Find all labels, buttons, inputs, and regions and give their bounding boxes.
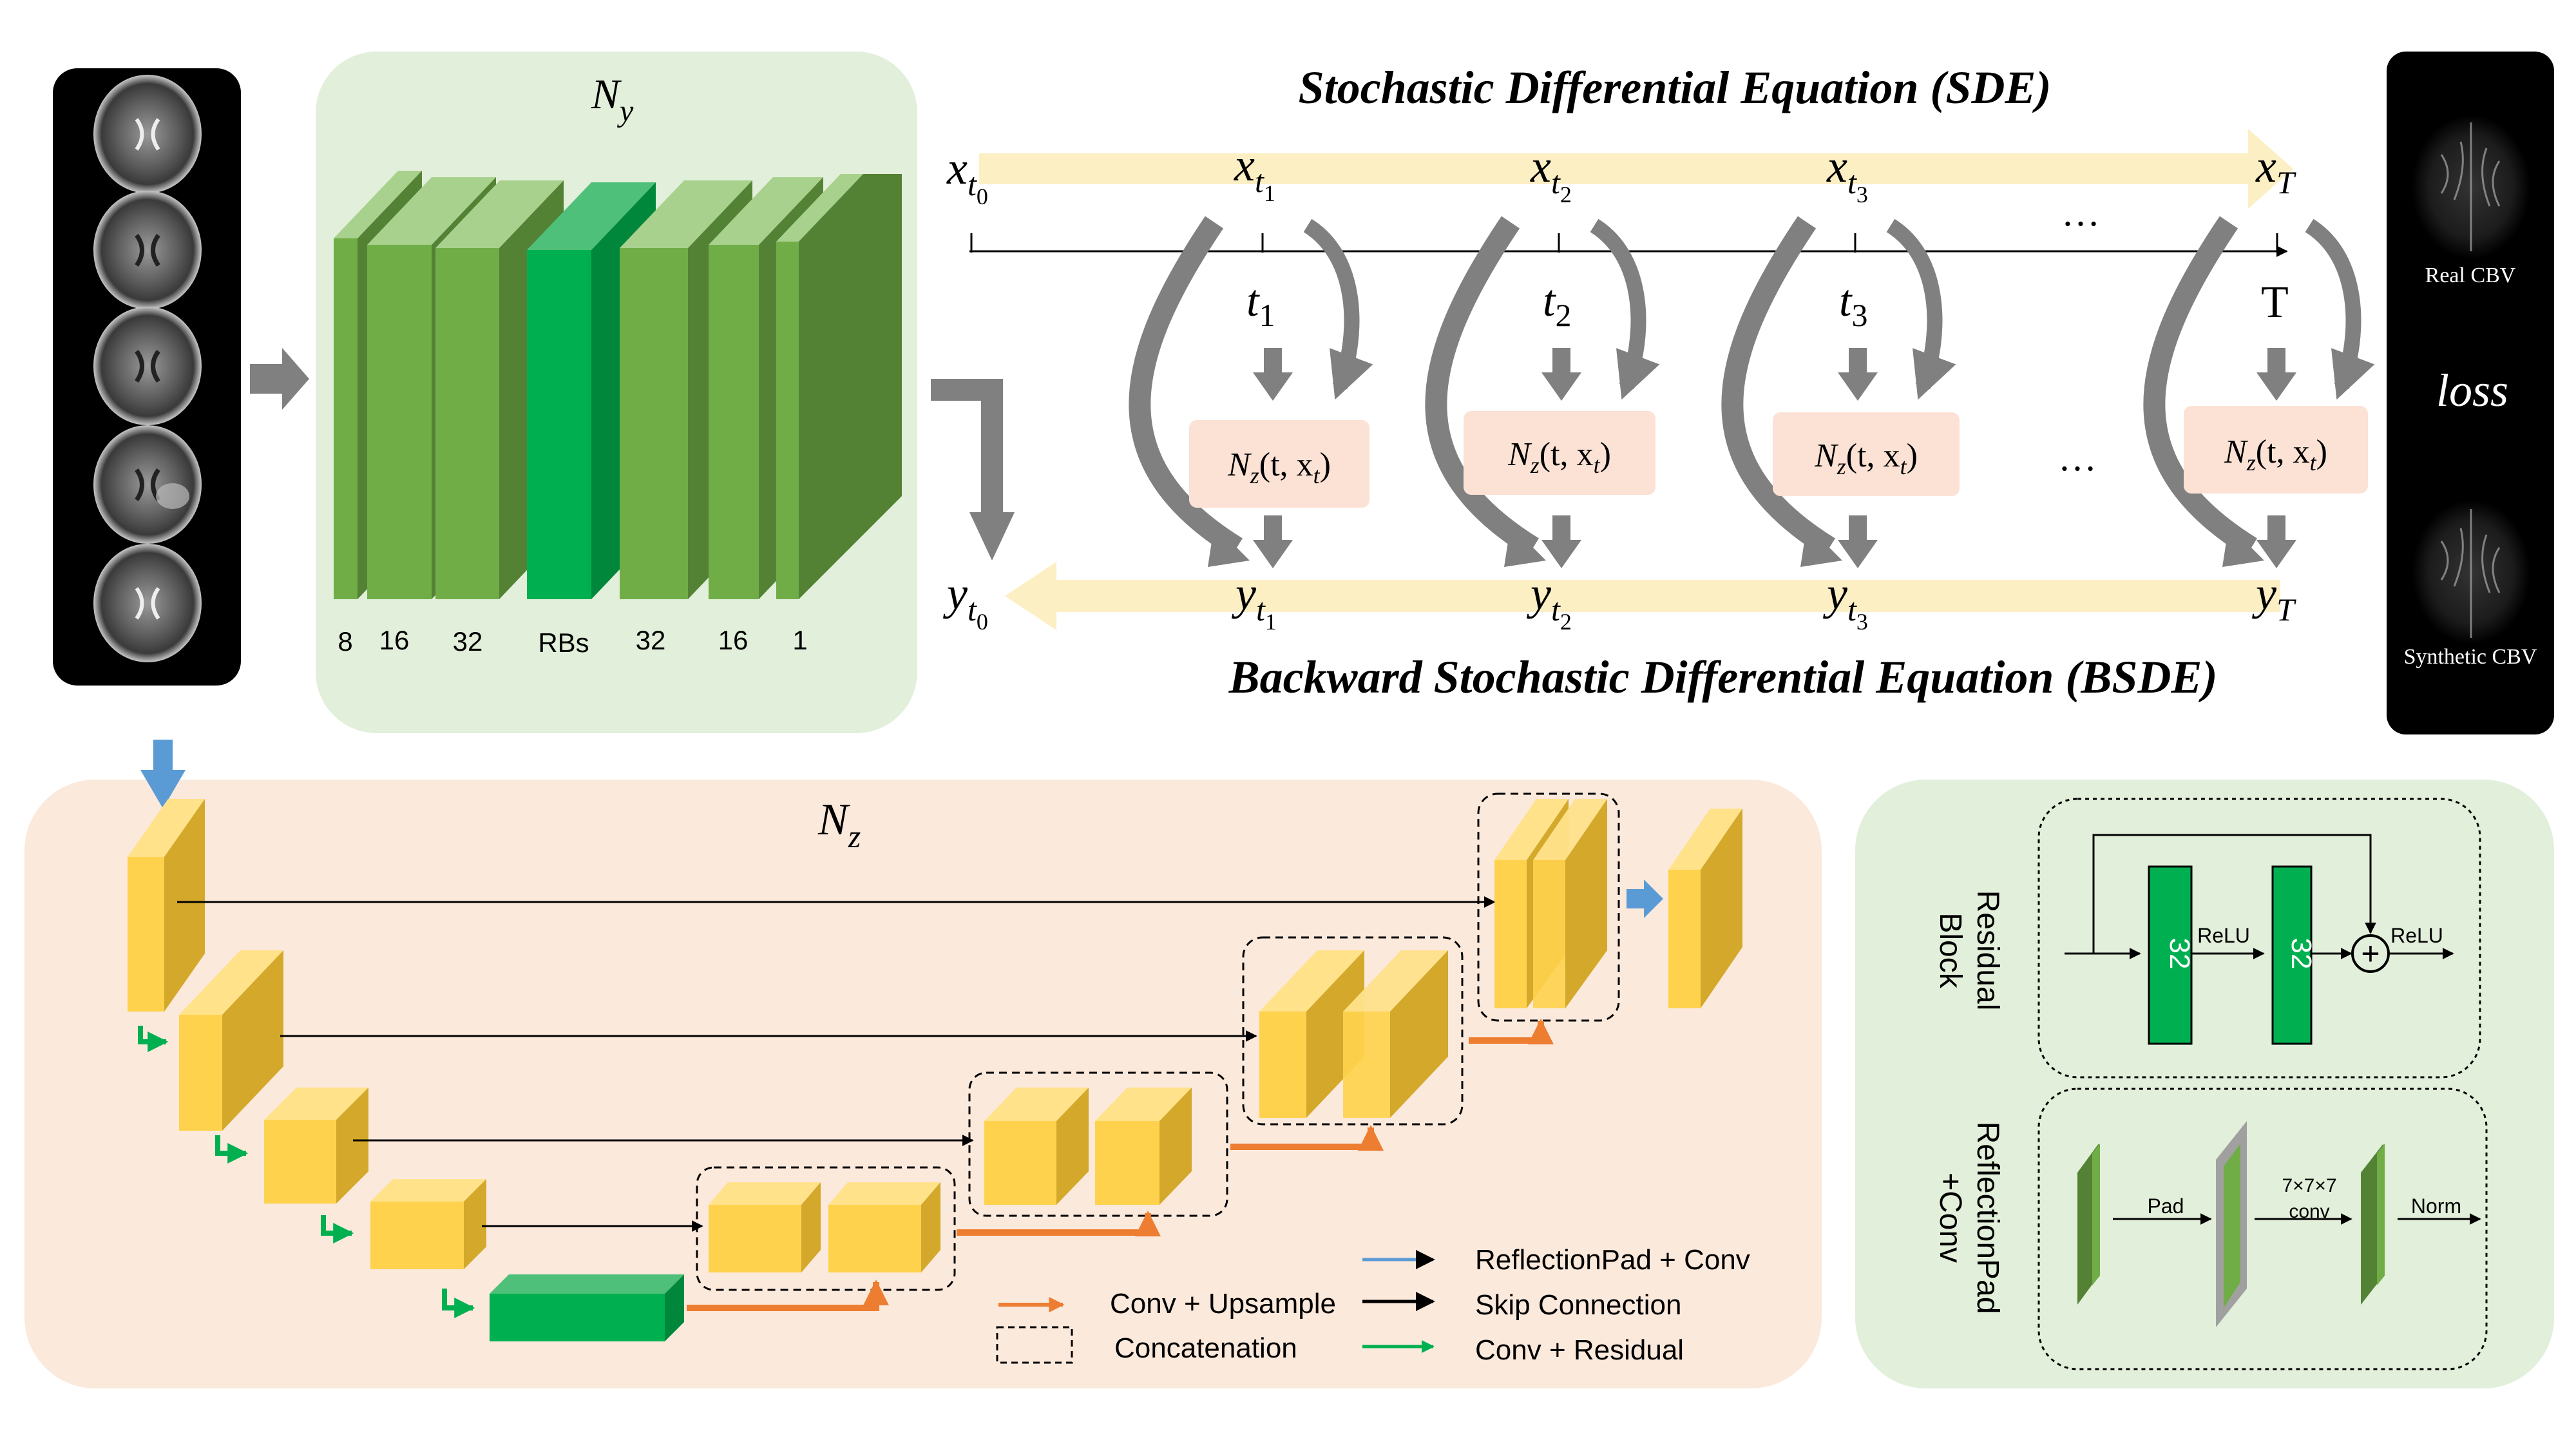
reflection-pad-label: Pad (2148, 1195, 2184, 1218)
x-node-3: xt3 (1826, 140, 1868, 207)
y-node-3: yt3 (1822, 568, 1868, 635)
y-node-0: yt0 (942, 568, 988, 635)
mri-slice-4 (93, 425, 202, 544)
nz-box-T: Nz(t, xt) (2224, 434, 2327, 475)
nz-output-arrow (1627, 879, 1663, 918)
reflection-norm-label: Norm (2411, 1195, 2461, 1218)
mri-slice-1 (93, 75, 202, 193)
legend-residual: Conv + Residual (1362, 1334, 1684, 1366)
legend-conv-upsample-label: Conv + Upsample (1110, 1288, 1336, 1319)
ny-layer-stack (334, 171, 902, 599)
t-label-1: t1 (1246, 276, 1275, 333)
residual-block: Residual Block 32 ReLU 32 + ReLU (1933, 798, 2481, 1079)
ny-label-1: 16 (379, 625, 410, 655)
bsde-title: Backward Stochastic Differential Equatio… (1228, 651, 2218, 703)
upsample-arrows (687, 1019, 1554, 1311)
building-blocks-panel: Residual Block 32 ReLU 32 + ReLU Reflect… (1855, 780, 2554, 1388)
legend-conv-upsample: Conv + Upsample (998, 1288, 1336, 1319)
residual-relu1: ReLU (2197, 924, 2250, 947)
nz-title: Nz (817, 795, 861, 854)
legend-residual-label: Conv + Residual (1475, 1334, 1684, 1366)
ny-label-5: 16 (718, 625, 749, 655)
residual-title-2: Block (1933, 912, 1967, 988)
sde-ellipsis: … (2061, 191, 2100, 234)
t-label-2: t2 (1543, 276, 1571, 333)
skip-connections (177, 896, 1496, 1232)
x-node-T: xT (2255, 140, 2296, 200)
step-1: t1 Nz(t, xt) (1129, 216, 1373, 568)
reflection-conv-label-2: conv (2289, 1201, 2329, 1222)
nz-input-arrow (140, 740, 186, 809)
sde-section: Stochastic Differential Equation (SDE) x… (946, 62, 2296, 257)
t-label-3: t3 (1839, 276, 1867, 333)
legend-skip-label: Skip Connection (1475, 1289, 1681, 1321)
timeline-ticks (970, 233, 2278, 253)
ny-title: Ny (591, 71, 634, 128)
y-node-2: yt2 (1526, 568, 1572, 635)
ny-label-0: 8 (338, 626, 352, 657)
bsde-band-arrow (1005, 562, 2280, 630)
legend-skip: Skip Connection (1362, 1289, 1681, 1321)
unet-encoder (128, 799, 684, 1341)
x-node-2: xt2 (1530, 140, 1572, 207)
output-panel: Real CBV loss Synthetic CBV (2387, 52, 2554, 734)
steps-ellipsis: … (2058, 436, 2097, 479)
x-node-0: xt0 (946, 142, 988, 209)
ny-label-3: RBs (538, 628, 589, 658)
nz-box-3: Nz(t, xt) (1814, 437, 1918, 479)
sde-title: Stochastic Differential Equation (SDE) (1299, 62, 2052, 113)
step-3: t3 Nz(t, xt) (1721, 216, 1960, 568)
legend-concatenation-label: Concatenation (1114, 1332, 1297, 1364)
nz-box-2: Nz(t, xt) (1507, 436, 1611, 478)
ny-panel: Ny (316, 52, 917, 733)
input-to-ny-arrow (250, 348, 309, 410)
t-label-T: T (2261, 278, 2289, 327)
mri-slice-3 (93, 307, 202, 425)
reflection-title-1: ReflectionPad (1970, 1122, 2005, 1314)
reflection-block: ReflectionPad +Conv Pad 7×7×7 conv Norm (1933, 1088, 2488, 1370)
nz-panel: Nz (24, 740, 1822, 1388)
ny-to-yt0-arrow (931, 379, 1015, 561)
real-cbv-image (2412, 115, 2530, 259)
residual-relu2: ReLU (2390, 924, 2443, 947)
input-mri-strip (53, 68, 241, 686)
nz-legend: Conv + Upsample Concatenation Reflection… (996, 1244, 1750, 1366)
residual-conv1-label: 32 (2164, 938, 2195, 970)
y-node-T: yT (2251, 568, 2296, 628)
sde-band-arrow (979, 129, 2293, 209)
mri-slice-5 (93, 544, 202, 662)
reflection-conv-label-1: 7×7×7 (2282, 1175, 2336, 1196)
residual-arrows (138, 1026, 475, 1318)
bsde-section: yt0 yt1 yt2 yt3 yT Backward Stochastic D… (942, 562, 2296, 703)
loss-label: loss (2436, 365, 2508, 416)
legend-concatenation: Concatenation (996, 1326, 1297, 1364)
residual-plus: + (2361, 936, 2380, 972)
real-cbv-label: Real CBV (2425, 264, 2516, 287)
synthetic-cbv-label: Synthetic CBV (2404, 645, 2537, 669)
mri-slice-2 (93, 191, 202, 309)
legend-reflectionpad: ReflectionPad + Conv (1362, 1244, 1750, 1276)
residual-title-1: Residual (1970, 890, 2005, 1011)
unet-decoder (696, 792, 1742, 1291)
synthetic-cbv-image (2412, 500, 2530, 644)
ny-label-4: 32 (636, 625, 666, 655)
step-T: T Nz(t, xt) (2143, 216, 2375, 568)
ny-channel-labels: 8 16 32 RBs 32 16 1 (338, 625, 807, 658)
ny-label-6: 1 (792, 625, 807, 655)
ny-label-2: 32 (453, 626, 483, 657)
y-node-1: yt1 (1231, 568, 1277, 635)
x-node-1: xt1 (1234, 139, 1275, 206)
time-steps: t1 Nz(t, xt) t2 Nz(t, xt) t3 (1129, 216, 2375, 568)
step-2: t2 Nz(t, xt) (1425, 216, 1660, 568)
legend-reflectionpad-label: ReflectionPad + Conv (1475, 1244, 1750, 1276)
reflection-title-2: +Conv (1933, 1173, 1967, 1263)
nz-box-1: Nz(t, xt) (1227, 446, 1331, 488)
